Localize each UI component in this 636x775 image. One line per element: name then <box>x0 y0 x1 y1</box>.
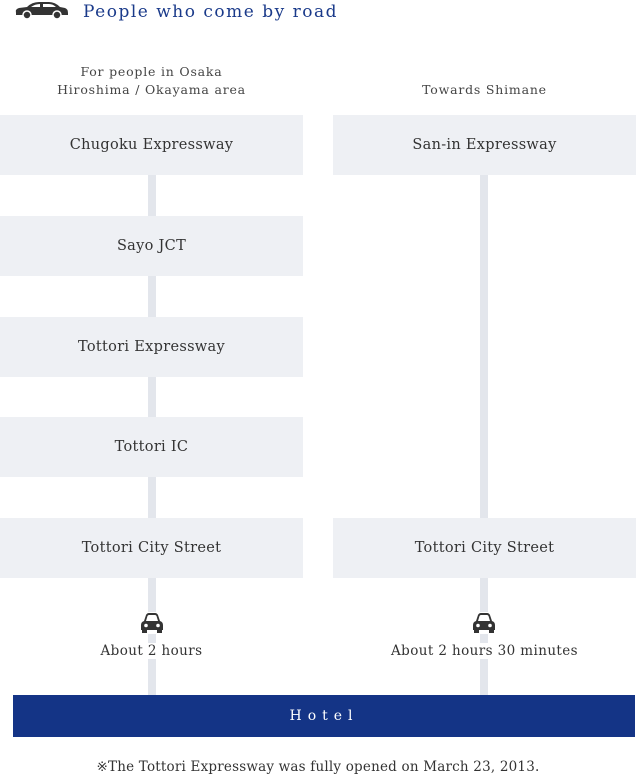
car-front-icon <box>139 612 165 634</box>
left-step-5: Tottori City Street <box>0 518 303 578</box>
right-duration-text: About 2 hours 30 minutes <box>389 643 580 659</box>
right-column-caption: Towards Shimane <box>422 82 547 97</box>
hotel-destination-bar: Hotel <box>13 695 635 737</box>
page-title: People who come by road <box>83 2 339 22</box>
car-front-icon <box>471 612 497 634</box>
left-step-3: Tottori Expressway <box>0 317 303 377</box>
right-connector-line <box>480 175 488 695</box>
left-step-1: Chugoku Expressway <box>0 115 303 175</box>
left-duration-text: About 2 hours <box>98 643 205 659</box>
car-icon <box>15 2 69 20</box>
footnote: ※The Tottori Expressway was fully opened… <box>96 759 540 775</box>
left-step-4: Tottori IC <box>0 417 303 477</box>
right-step-1: San-in Expressway <box>333 115 636 175</box>
left-duration: About 2 hours <box>0 643 303 659</box>
right-step-2: Tottori City Street <box>333 518 636 578</box>
left-column-caption: For people in Osaka Hiroshima / Okayama … <box>0 63 303 99</box>
left-step-2: Sayo JCT <box>0 216 303 276</box>
left-caption-line2: Hiroshima / Okayama area <box>57 82 246 97</box>
right-duration: About 2 hours 30 minutes <box>333 643 636 659</box>
left-caption-line1: For people in Osaka <box>80 64 223 79</box>
